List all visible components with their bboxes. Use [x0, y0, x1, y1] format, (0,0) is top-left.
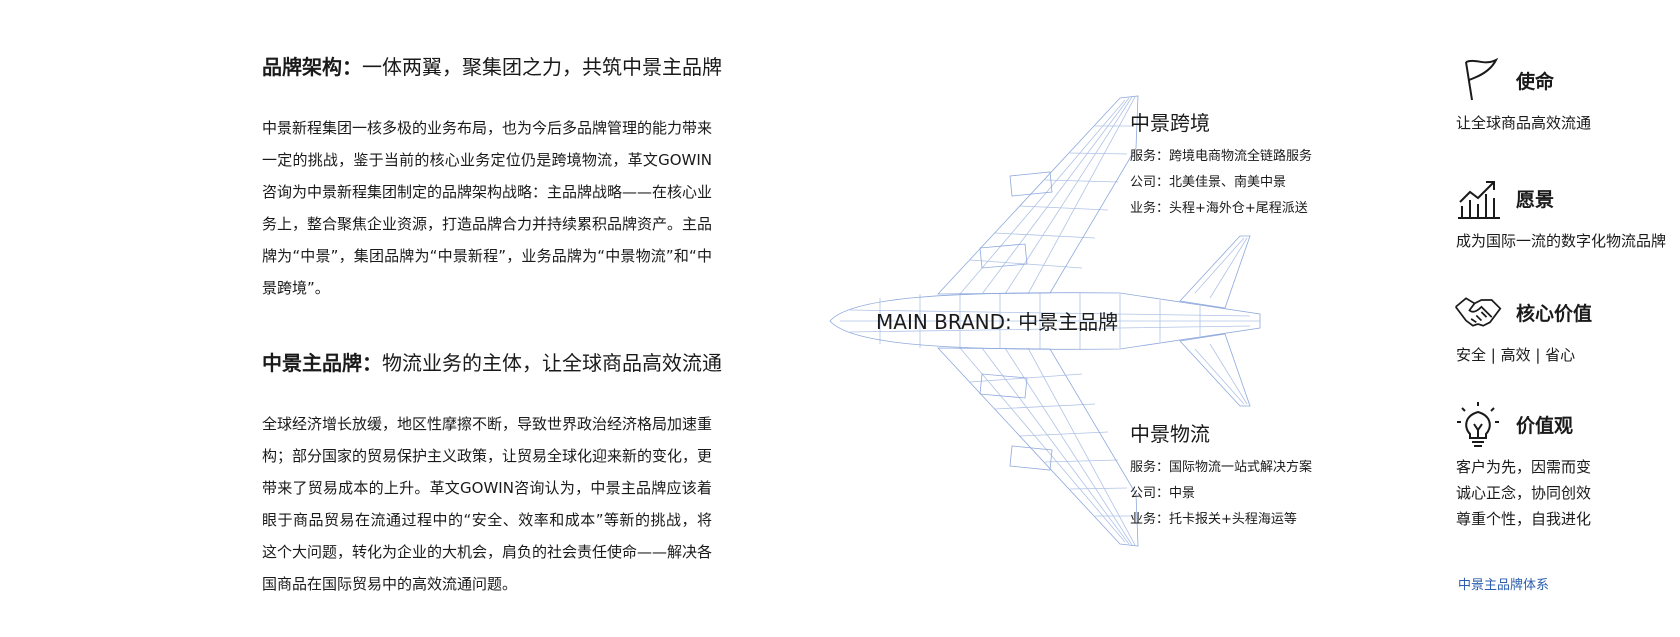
wireframe-mesh — [840, 96, 1260, 546]
lower-wing — [937, 347, 1139, 547]
heading-rest: 物流业务的主体，让全球商品高效流通 — [382, 351, 722, 375]
airplane-wireframe-illustration — [829, 95, 1261, 547]
sub-brand-business: 业务：头程+海外仓+尾程派送 — [1130, 201, 1308, 216]
vision-title: 愿景 — [1516, 188, 1555, 211]
engine-upper-inner — [979, 243, 1028, 269]
upper-wing — [937, 95, 1139, 295]
vision-text: 成为国际一流的数字化物流品牌 — [1456, 232, 1667, 250]
engine-lower-outer — [1009, 445, 1053, 471]
engine-upper-outer — [1009, 171, 1053, 197]
values-line: 诚心正念，协同创效 — [1456, 484, 1592, 502]
sub-brand-cross-border: 中景跨境 服务：跨境电商物流全链路服务 公司：北美佳景、南美中景 业务：头程+海… — [1130, 108, 1312, 222]
handshake-icon — [1455, 297, 1502, 327]
values-line: 客户为先，因需而变 — [1456, 458, 1592, 476]
main-brand-label: MAIN BRAND: 中景主品牌 — [876, 310, 1119, 334]
upper-tailplane — [1179, 235, 1251, 309]
mission-block: 使命 让全球商品高效流通 — [1454, 56, 1591, 136]
airplane-body — [829, 95, 1261, 547]
mission-text: 让全球商品高效流通 — [1456, 114, 1592, 132]
sub-brand-business: 业务：托卡报关+头程海运等 — [1130, 512, 1297, 527]
sub-brand-company: 公司：中景 — [1130, 486, 1196, 501]
vision-block: 愿景 成为国际一流的数字化物流品牌 — [1454, 174, 1666, 254]
section-heading-main-brand: 中景主品牌：物流业务的主体，让全球商品高效流通 — [262, 346, 722, 380]
sub-brand-service: 服务：跨境电商物流全链路服务 — [1130, 149, 1313, 164]
engine-lower-inner — [979, 373, 1028, 399]
sub-brand-title: 中景物流 — [1130, 422, 1210, 446]
heading-rest: 一体两翼，聚集团之力，共筑中景主品牌 — [362, 55, 722, 79]
lower-tailplane — [1179, 333, 1251, 407]
sub-brand-logistics: 中景物流 服务：国际物流一站式解决方案 公司：中景 业务：托卡报关+头程海运等 — [1130, 419, 1312, 533]
heading-bold: 品牌架构： — [262, 55, 362, 79]
main-brand-system-link[interactable]: 中景主品牌体系 — [1458, 578, 1550, 593]
values-block: 价值观 客户为先，因需而变 诚心正念，协同创效 尊重个性，自我进化 — [1454, 400, 1591, 532]
paragraph-brand-architecture: 中景新程集团一核多极的业务布局，也为今后多品牌管理的能力带来一定的挑战，鉴于当前… — [262, 119, 713, 297]
sub-brand-title: 中景跨境 — [1130, 111, 1210, 135]
growth-chart-icon — [1458, 181, 1500, 219]
sub-brand-service: 服务：国际物流一站式解决方案 — [1130, 460, 1313, 475]
mission-title: 使命 — [1516, 70, 1555, 93]
flag-icon — [1465, 57, 1499, 101]
sub-brand-company: 公司：北美佳景、南美中景 — [1130, 175, 1287, 190]
core-value-block: 核心价值 安全 | 高效 | 省心 — [1454, 288, 1592, 368]
section-heading-brand-architecture: 品牌架构：一体两翼，聚集团之力，共筑中景主品牌 — [262, 50, 722, 84]
paragraph-main-brand: 全球经济增长放缓，地区性摩擦不断，导致世界政治经济格局加速重构；部分国家的贸易保… — [262, 415, 713, 593]
heading-bold: 中景主品牌： — [262, 351, 382, 375]
lightbulb-icon — [1457, 402, 1499, 447]
core-value-text: 安全 | 高效 | 省心 — [1456, 346, 1576, 364]
core-value-title: 核心价值 — [1516, 302, 1593, 325]
values-line: 尊重个性，自我进化 — [1456, 510, 1592, 528]
values-title: 价值观 — [1516, 414, 1574, 437]
